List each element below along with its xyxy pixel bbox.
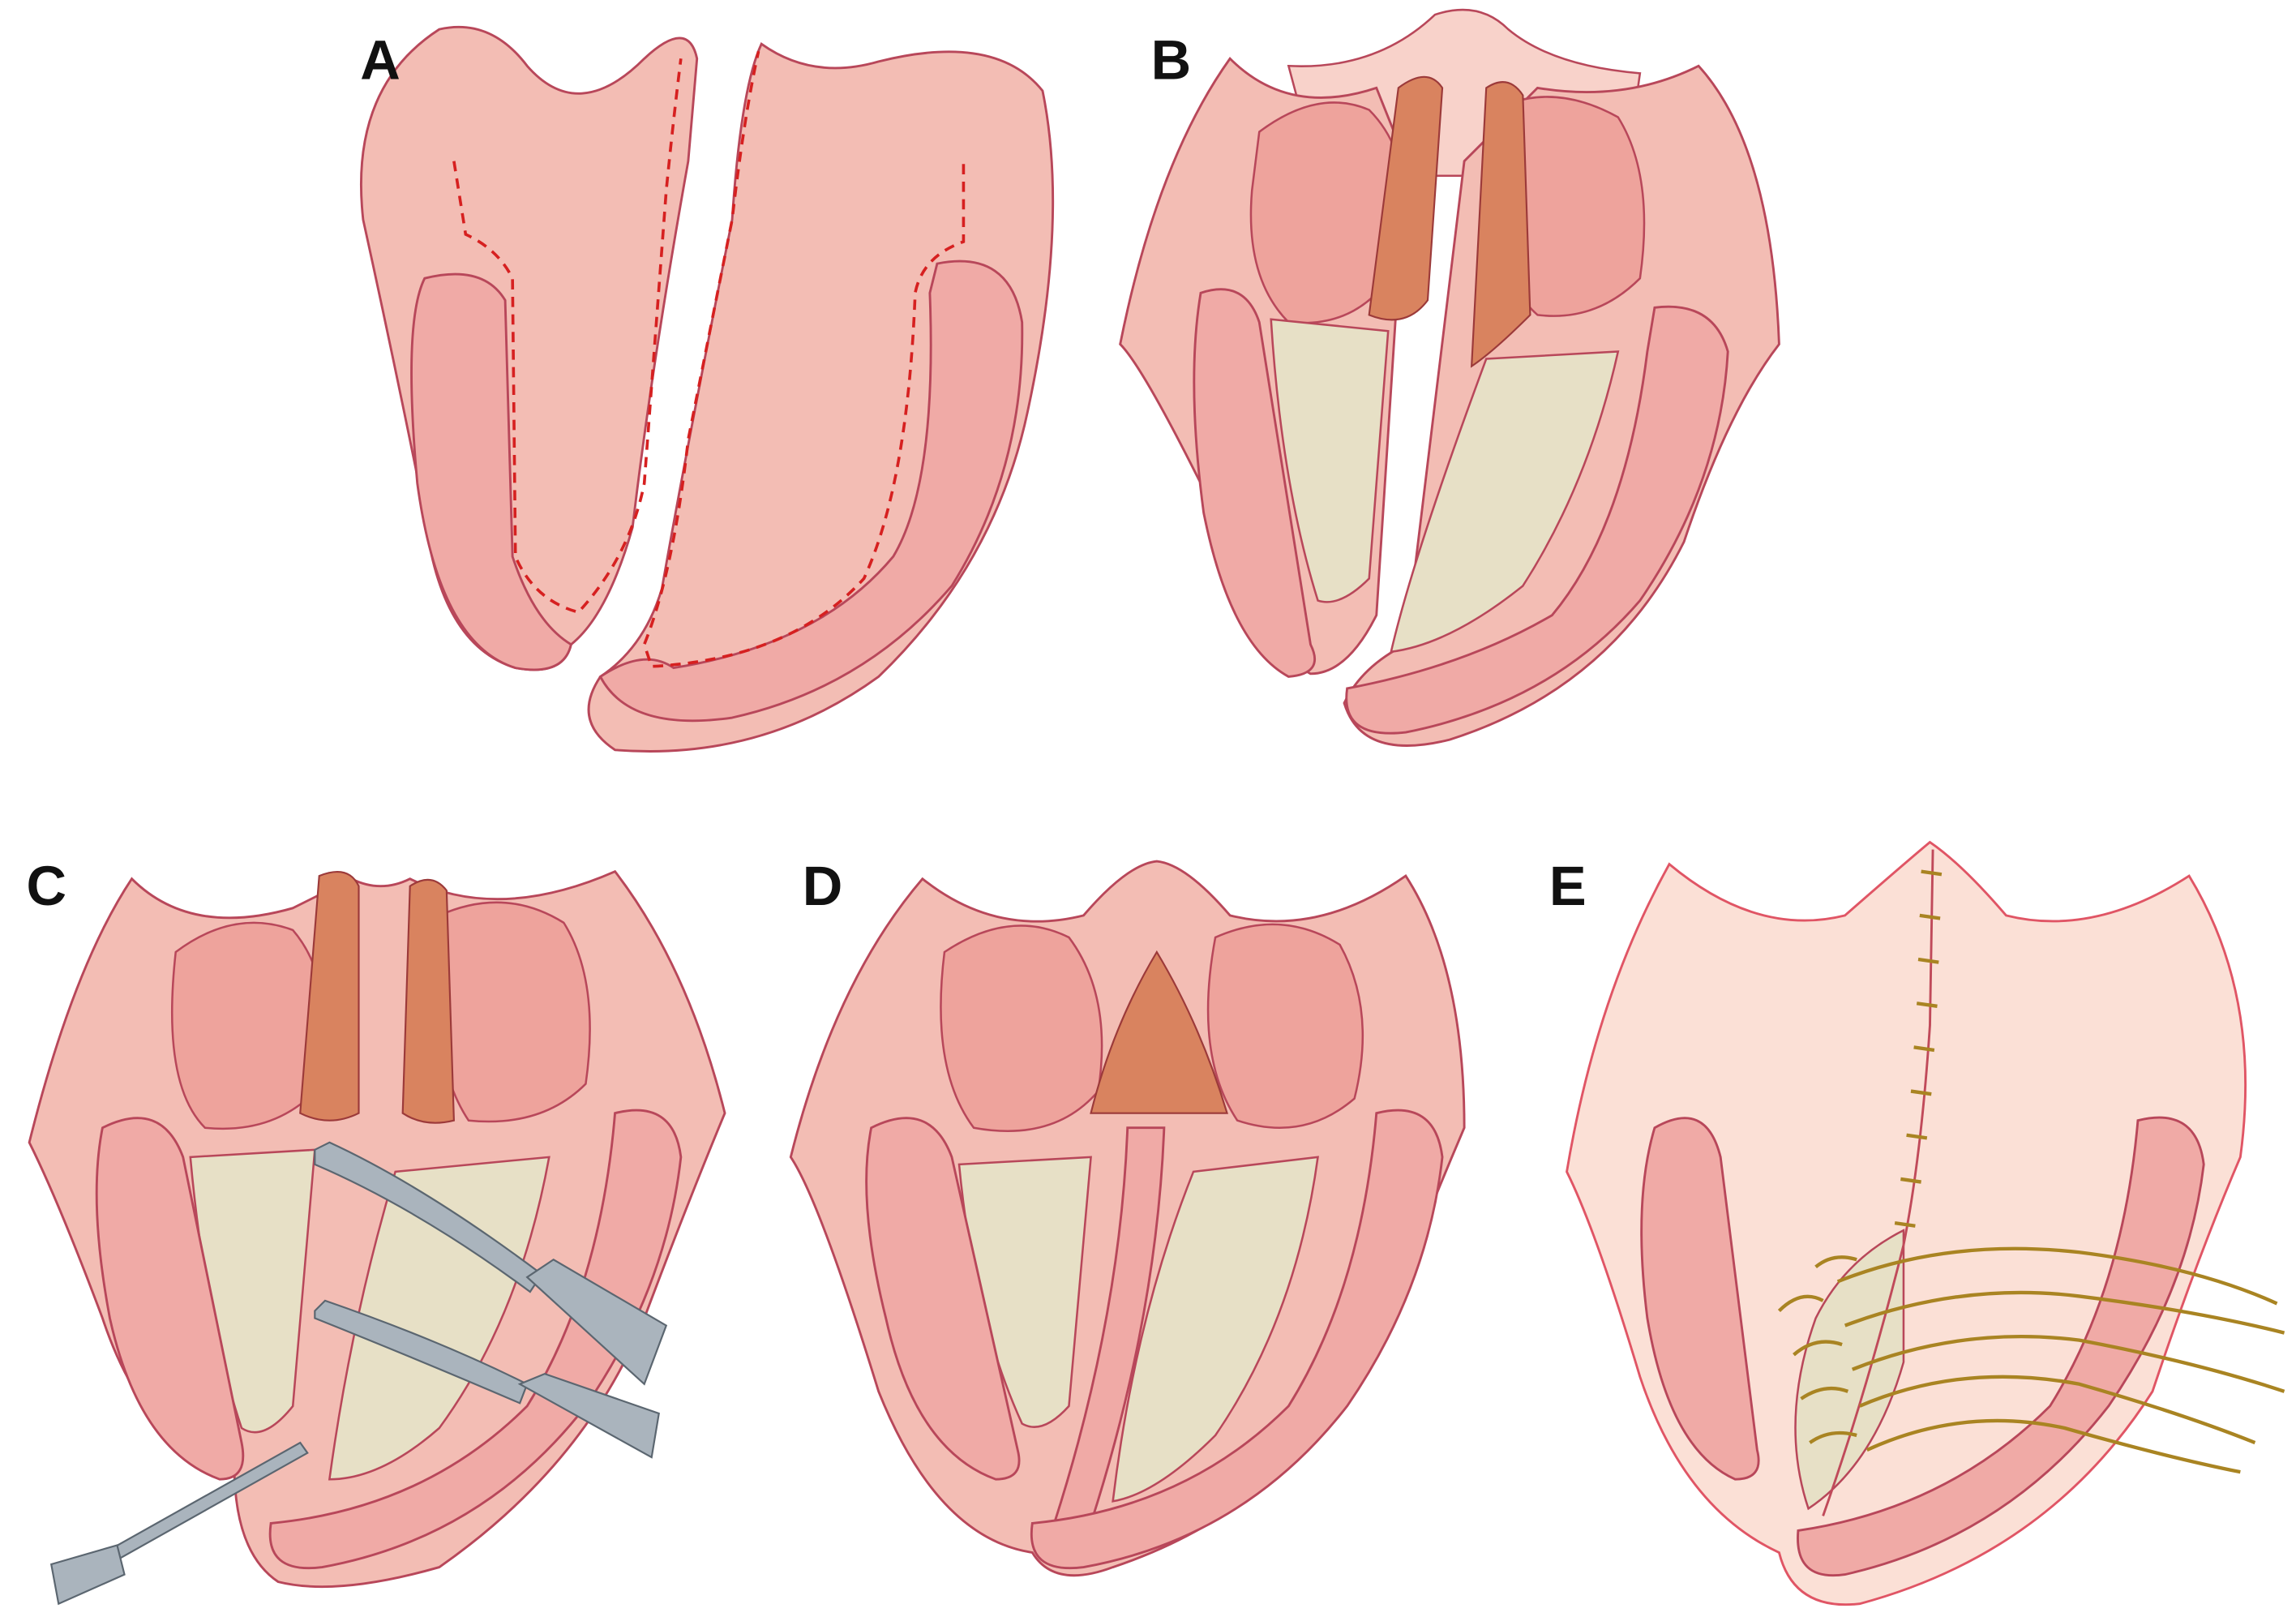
panel-c-lower-retractor	[314, 1299, 660, 1459]
suture-thread	[1851, 1334, 2285, 1393]
panel-label-e: E	[1549, 855, 1587, 917]
retractor-upper-handle	[525, 1259, 668, 1386]
panel-c-upper-retractor	[314, 1141, 668, 1386]
panel-e: E	[1549, 840, 2285, 1606]
panel-c: C	[27, 855, 726, 1606]
panel-d-right-false-fold	[1030, 1109, 1444, 1570]
panel-label-c: C	[27, 855, 67, 917]
panel-c-left-false-fold	[95, 1117, 245, 1481]
panel-a-left-false-fold	[410, 272, 573, 671]
panel-d: D	[789, 855, 1466, 1577]
retractor-lower-shaft	[314, 1299, 529, 1405]
stitch	[1894, 869, 1943, 1228]
panel-a-right-false-fold	[598, 259, 1024, 723]
panel-label-a: A	[360, 29, 401, 92]
elevator-handle	[49, 1544, 126, 1606]
panel-b-right-thyroid-cartilage	[1390, 350, 1620, 654]
panel-d-right-thyroid-cartilage	[1112, 1156, 1319, 1503]
panel-label-b: B	[1151, 29, 1192, 92]
retractor-lower-handle	[517, 1373, 660, 1459]
panel-b: B	[1119, 8, 1780, 747]
panel-b-right-false-fold	[1345, 305, 1729, 735]
panel-e-stitches	[1777, 869, 1943, 1444]
panel-e-exposed-cartilage	[1794, 1229, 1905, 1511]
panel-a-left-incision	[452, 58, 683, 615]
panel-d-left-false-fold	[865, 1117, 1021, 1481]
panel-e-midline-suture-line	[1822, 849, 1934, 1516]
panel-e-suture-threads	[1836, 1246, 2285, 1474]
suture-thread	[1858, 1375, 2256, 1445]
suture-thread	[1866, 1418, 2241, 1474]
panel-d-left-arytenoid	[940, 924, 1103, 1133]
suture-thread	[1844, 1290, 2285, 1335]
panel-c-right-vocalis-flap	[401, 878, 456, 1124]
panel-e-left-false-fold	[1640, 1117, 1760, 1481]
suture-thread	[1836, 1246, 2278, 1306]
stitch	[1777, 1255, 1857, 1444]
panel-label-d: D	[803, 855, 843, 917]
panel-b-left-thyroid-cartilage	[1270, 318, 1390, 603]
panel-b-left-vocalis-flap	[1368, 75, 1444, 321]
panel-d-right-arytenoid	[1206, 923, 1364, 1129]
panel-b-right-vocalis-flap	[1470, 81, 1531, 368]
panel-a-right-incision	[642, 50, 966, 668]
panel-d-reconstructed-commissure	[1090, 950, 1228, 1114]
panel-a: A	[360, 25, 1055, 753]
panel-c-right-arytenoid	[435, 901, 591, 1123]
panel-b-left-false-fold	[1193, 288, 1316, 678]
panel-c-left-vocalis-flap	[299, 871, 360, 1122]
panel-c-elevator-instrument	[49, 1441, 309, 1606]
